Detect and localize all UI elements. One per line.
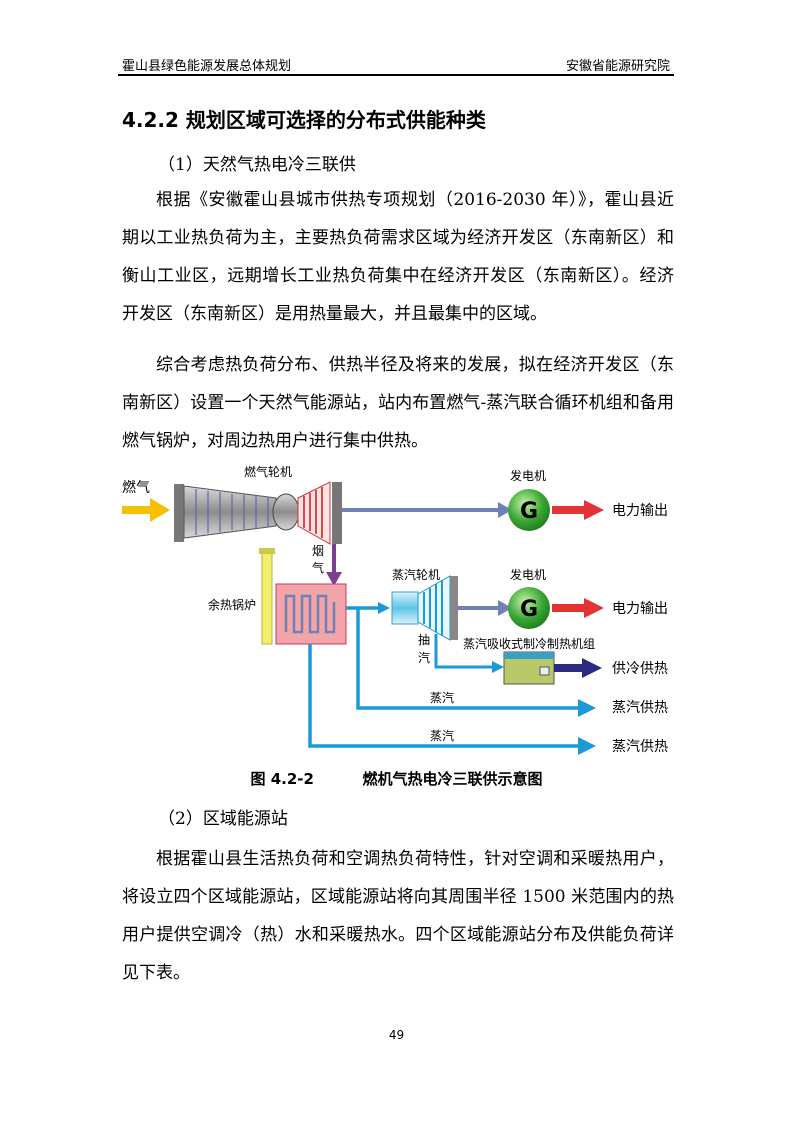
power-arrow-1 bbox=[552, 500, 604, 520]
paragraph-district-stations: 根据霍山县生活热负荷和空调热负荷特性，针对空调和采暖热用户，将设立四个区域能源站… bbox=[122, 849, 674, 983]
header-rule bbox=[118, 74, 674, 76]
header-title: 霍山县绿色能源发展总体规划 bbox=[122, 59, 292, 74]
section-title: 4.2.2 规划区域可选择的分布式供能种类 bbox=[122, 108, 486, 132]
hrsg-coil bbox=[284, 594, 336, 634]
fuel-gas-label: 燃气 bbox=[122, 479, 150, 496]
hrsg-stack bbox=[261, 551, 273, 645]
figure-title: 燃机气热电冷三联供示意图 bbox=[362, 770, 543, 788]
gas-turbine-label: 燃气轮机 bbox=[244, 464, 292, 479]
header-organization: 安徽省能源研究院 bbox=[565, 59, 670, 74]
steam-label-1: 蒸汽 bbox=[430, 690, 454, 705]
subsection-1-title: （1）天然气热电冷三联供 bbox=[158, 155, 356, 175]
flue-gas-label-1: 烟 bbox=[312, 544, 324, 558]
cooling-heating-arrow bbox=[554, 658, 602, 678]
flue-gas-arrow bbox=[326, 572, 342, 586]
gas-turbine bbox=[174, 481, 342, 545]
steam-turbine bbox=[391, 575, 458, 641]
steam-turbine-label: 蒸汽轮机 bbox=[392, 567, 440, 582]
generator-1 bbox=[508, 489, 550, 531]
power-arrow-2 bbox=[552, 598, 604, 618]
generator-2-symbol: G bbox=[520, 597, 538, 622]
power-output-2: 电力输出 bbox=[612, 601, 668, 617]
generator-2 bbox=[508, 587, 550, 629]
power-output-1: 电力输出 bbox=[612, 503, 668, 519]
steam-line-1 bbox=[356, 608, 580, 710]
generator-2-label: 发电机 bbox=[510, 567, 546, 582]
fuel-gas-arrow bbox=[122, 498, 170, 522]
paragraph-energy-station: 综合考虑热负荷分布、供热半径及将来的发展，拟在经济开发区（东南新区）设置一个天然… bbox=[122, 355, 674, 451]
subsection-2-title: （2）区域能源站 bbox=[158, 809, 288, 829]
cooling-heating-output: 供冷供热 bbox=[612, 661, 668, 677]
absorption-unit-label: 蒸汽吸收式制冷制热机组 bbox=[463, 636, 595, 651]
steam-heating-output-2: 蒸汽供热 bbox=[612, 739, 668, 755]
cchp-diagram: 燃气 燃气轮机 发电机 G 电力输出 烟 气 余热锅炉 bbox=[122, 464, 668, 755]
generator-1-label: 发电机 bbox=[510, 468, 546, 483]
flue-gas-label-2: 气 bbox=[312, 560, 324, 575]
extraction-label-1: 抽 bbox=[418, 633, 430, 647]
generator-1-symbol: G bbox=[520, 499, 538, 524]
extraction-label-2: 汽 bbox=[418, 650, 430, 665]
steam-line-2 bbox=[308, 644, 580, 748]
hrsg-label: 余热锅炉 bbox=[208, 597, 256, 612]
figure-number: 图 4.2-2 bbox=[250, 770, 314, 788]
paragraph-heat-planning: 根据《安徽霍山县城市供热专项规划（2016-2030 年）》，霍山县近期以工业热… bbox=[122, 190, 674, 324]
extraction-steam-line bbox=[434, 634, 494, 669]
page-number: 49 bbox=[388, 1028, 405, 1042]
steam-heating-output-1: 蒸汽供热 bbox=[612, 700, 668, 716]
figure-caption: 图 4.2-2 燃机气热电冷三联供示意图 bbox=[0, 768, 793, 789]
absorption-chiller bbox=[503, 651, 555, 685]
steam-label-2: 蒸汽 bbox=[430, 728, 454, 743]
